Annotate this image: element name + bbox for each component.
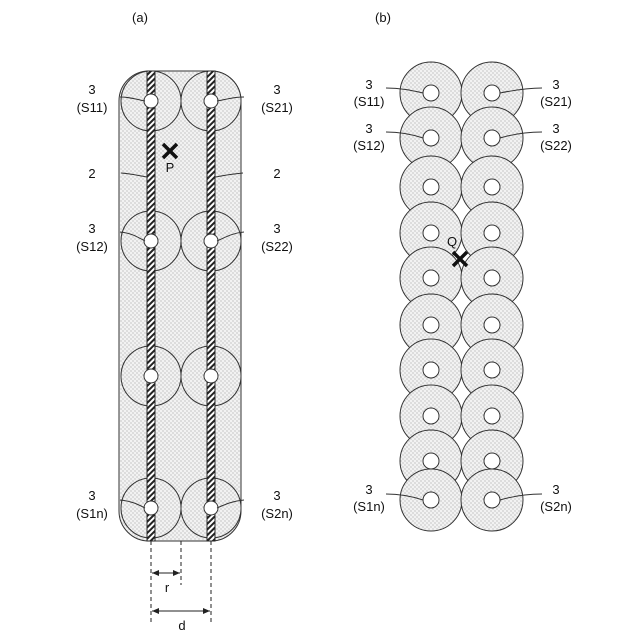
label-3-s2n: 3: [552, 482, 559, 497]
panel-b: Q 3 (S11) 3 (S12) 3 (S1n) 3 (S21) 3 (S22…: [353, 62, 572, 531]
label-3-s12: 3: [88, 221, 95, 236]
sensor-s12: [423, 130, 439, 146]
label-s12: (S12): [353, 138, 385, 153]
dim-d-label: d: [178, 618, 185, 633]
label-3-s21: 3: [273, 82, 280, 97]
label-3-s12: 3: [365, 121, 372, 136]
label-s21: (S21): [540, 94, 572, 109]
label-s22: (S22): [540, 138, 572, 153]
label-3-s11: 3: [88, 82, 95, 97]
label-s21: (S21): [261, 100, 293, 115]
sensor: [484, 362, 500, 378]
sensor-s21: [484, 85, 500, 101]
point-p-label: P: [166, 160, 175, 175]
sensor-s1n: [144, 501, 158, 515]
label-3-s1n: 3: [365, 482, 372, 497]
label-3-s2n: 3: [273, 488, 280, 503]
sensor: [423, 453, 439, 469]
sensor: [204, 369, 218, 383]
sensor: [423, 270, 439, 286]
label-3-s1n: 3: [88, 488, 95, 503]
sensor-s1n: [423, 492, 439, 508]
point-q-label: Q: [447, 234, 457, 249]
label-s12: (S12): [76, 239, 108, 254]
sensor: [423, 225, 439, 241]
sensor: [484, 408, 500, 424]
sensor-s11: [423, 85, 439, 101]
sensor-s2n: [484, 492, 500, 508]
label-3-s21: 3: [552, 77, 559, 92]
cable-right: [207, 71, 215, 541]
label-2-left: 2: [88, 166, 95, 181]
panel-b-title: (b): [375, 10, 391, 25]
sensor: [484, 270, 500, 286]
label-3-s22: 3: [273, 221, 280, 236]
sensor: [484, 317, 500, 333]
label-s11: (S11): [77, 100, 108, 115]
cable-left: [147, 71, 155, 541]
label-s1n: (S1n): [76, 506, 108, 521]
panel-a: P 3 (S11) 2 3 (S12) 3 (S1n) 3 (S21) 2 3 …: [76, 71, 293, 633]
label-s2n: (S2n): [261, 506, 293, 521]
label-2-right: 2: [273, 166, 280, 181]
label-s11: (S11): [354, 94, 385, 109]
label-s22: (S22): [261, 239, 293, 254]
dim-r-label: r: [165, 580, 170, 595]
sensor: [423, 317, 439, 333]
sensor: [423, 408, 439, 424]
sensor-s12: [144, 234, 158, 248]
coverage-area: [119, 71, 241, 541]
sensor: [484, 225, 500, 241]
label-s1n: (S1n): [353, 499, 385, 514]
label-s2n: (S2n): [540, 499, 572, 514]
sensor: [484, 179, 500, 195]
sensor: [423, 179, 439, 195]
dimension-d: [152, 608, 210, 614]
sensor-s22: [204, 234, 218, 248]
dimension-r: [152, 570, 180, 576]
sensor: [484, 453, 500, 469]
sensor: [144, 369, 158, 383]
sensor-s21: [204, 94, 218, 108]
sensor: [423, 362, 439, 378]
sensor-s11: [144, 94, 158, 108]
panel-a-title: (a): [132, 10, 148, 25]
label-3-s11: 3: [365, 77, 372, 92]
label-3-s22: 3: [552, 121, 559, 136]
sensor-s22: [484, 130, 500, 146]
sensor-s2n: [204, 501, 218, 515]
